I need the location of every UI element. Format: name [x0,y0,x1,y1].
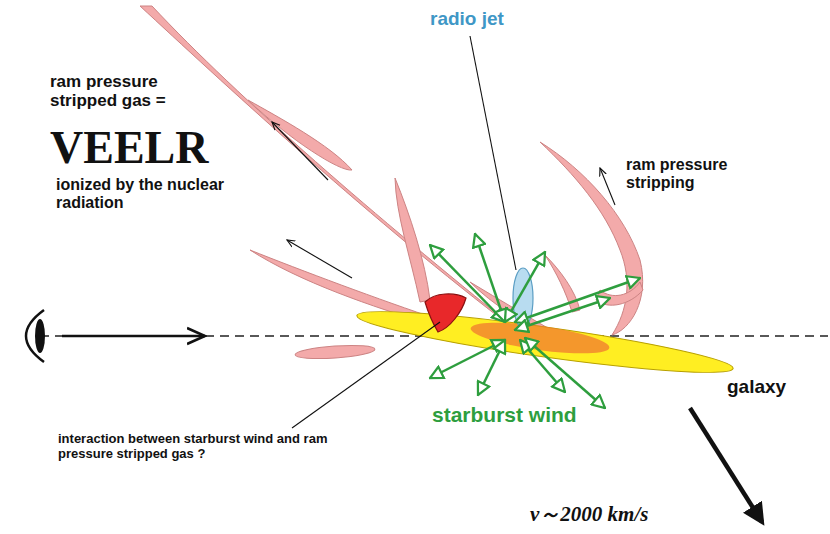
view-arrow [62,335,205,338]
eye [26,310,44,362]
radio-jet-label: radio jet [430,8,550,29]
leader-lines [272,36,615,428]
interaction-label: interaction between starburst wind and r… [58,432,338,461]
stripping-label: ram pressure stripping [626,156,766,192]
velocity-label: v～2000 km/s [530,503,730,527]
eye-pupil [35,319,45,353]
gas-label: ram pressure stripped gas = [50,72,190,110]
starburst-wind-arrows [430,234,640,408]
wind-label: starburst wind [432,403,622,427]
velocity-arrow [690,408,762,522]
ionized-label: ionized by the nuclear radiation [56,176,246,212]
galaxy-label: galaxy [727,376,822,397]
interaction-blob [425,294,466,332]
veelr-label: VEELR [50,122,250,174]
